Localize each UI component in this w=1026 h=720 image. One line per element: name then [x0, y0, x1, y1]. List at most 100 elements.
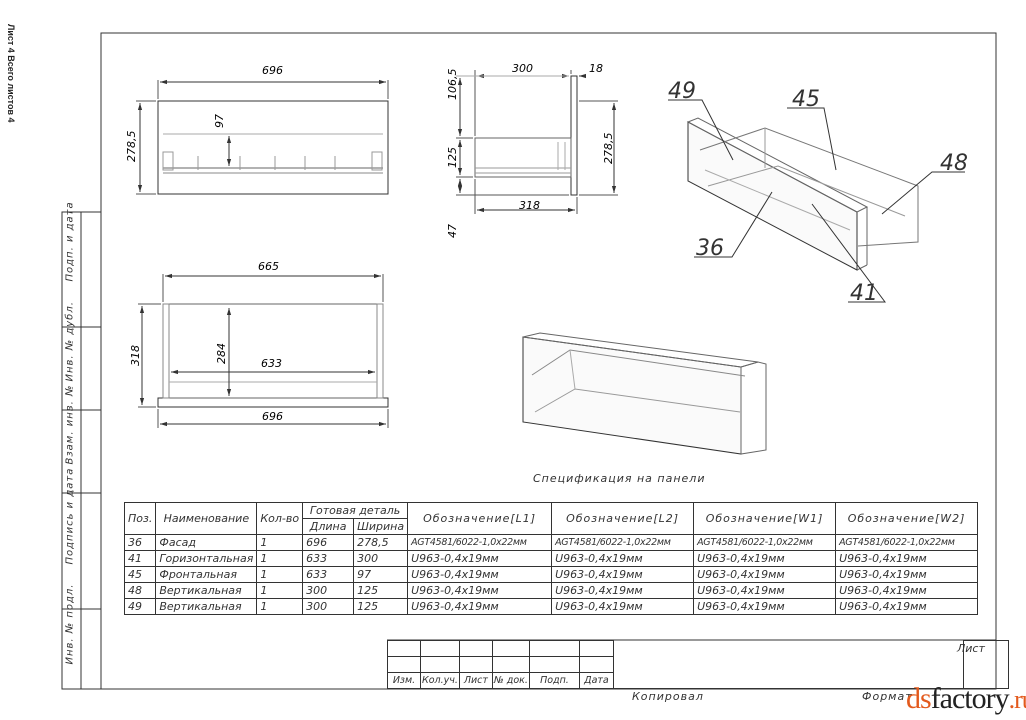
table-row: 49 Вертикальная 1 300 125 U963-0,4x19мм …	[123, 598, 979, 615]
cell-l2: U963-0,4x19мм	[551, 550, 695, 567]
cell-w2: U963-0,4x19мм	[835, 598, 979, 615]
cell-qty: 1	[256, 566, 304, 583]
side-col-sign-date-2: Подпись и дата	[64, 467, 76, 565]
table-row: 36 Фасад 1 696 278,5 AGT4581/6022-1,0x22…	[123, 534, 979, 551]
cell-pos: 36	[123, 534, 157, 551]
iso-view-bottom	[522, 332, 767, 455]
plan-view	[138, 273, 389, 428]
dsfactory-logo: dsfactory.ru	[906, 682, 1026, 716]
cell-w1: U963-0,4x19мм	[693, 566, 837, 583]
cell-w1: U963-0,4x19мм	[693, 598, 837, 615]
side-thickness-dim: 18	[589, 62, 603, 75]
stamp-qty: Кол.уч.	[420, 672, 460, 689]
cell-pos: 49	[123, 598, 157, 615]
cell-l1: U963-0,4x19мм	[407, 550, 553, 567]
cell-l2: U963-0,4x19мм	[551, 598, 695, 615]
stamp-sign: Подп.	[528, 672, 580, 689]
cell-l2: U963-0,4x19мм	[551, 582, 695, 599]
cell-length: 300	[302, 598, 355, 615]
plan-inner-depth-dim: 284	[215, 343, 228, 364]
cell-pos: 41	[123, 550, 157, 567]
cell-name: Фасад	[155, 534, 258, 551]
cell-l1: U963-0,4x19мм	[407, 566, 553, 583]
cell-name: Вертикальная	[155, 582, 258, 599]
iso-view-top	[686, 117, 919, 271]
front-view	[136, 79, 389, 195]
header-name: Наименование	[155, 502, 258, 535]
spec-title: Спецификация на панели	[533, 472, 706, 485]
callouts	[668, 99, 965, 303]
cell-w2: U963-0,4x19мм	[835, 566, 979, 583]
stamp-doc: № док.	[491, 672, 530, 689]
cell-w2: AGT4581/6022-1,0x22мм	[835, 534, 979, 551]
header-finished: Готовая деталь	[302, 502, 409, 519]
cell-width: 125	[353, 582, 409, 599]
side-col-sign-date-1: Подп. и дата	[64, 201, 76, 282]
side-top-dim: 106,5	[446, 69, 459, 101]
spec-subheader-row: Длина Ширина	[125, 518, 978, 535]
cell-length: 633	[302, 566, 355, 583]
cell-l1: U963-0,4x19мм	[407, 582, 553, 599]
plan-depth-dim: 318	[129, 345, 142, 366]
stamp-sheet: Лист	[458, 672, 493, 689]
format-label: Формат	[862, 690, 913, 703]
title-block: Изм. Кол.уч. Лист № док. Подп. Дата	[387, 640, 1009, 689]
front-width-dim: 696	[262, 64, 283, 77]
stamp-change: Изм.	[387, 672, 421, 689]
cell-width: 125	[353, 598, 409, 615]
side-depth-bottom-dim: 318	[519, 199, 540, 212]
cell-w1: U963-0,4x19мм	[693, 582, 837, 599]
cell-qty: 1	[256, 582, 304, 599]
header-qty: Кол-во	[256, 502, 304, 535]
table-row: 48 Вертикальная 1 300 125 U963-0,4x19мм …	[123, 582, 979, 599]
cell-l2: U963-0,4x19мм	[551, 566, 695, 583]
callout-45: 45	[792, 87, 820, 112]
spec-table: Поз. Наименование Кол-во Готовая деталь …	[123, 502, 979, 615]
cell-width: 97	[353, 566, 409, 583]
cell-name: Фронтальная	[155, 566, 258, 583]
cell-name: Вертикальная	[155, 598, 258, 615]
plan-outer-top-dim: 665	[258, 260, 279, 273]
header-l1: Обозначение[L1]	[407, 502, 553, 535]
side-depth-top-dim: 300	[512, 62, 533, 75]
header-w2: Обозначение[W2]	[835, 502, 979, 535]
callout-41: 41	[850, 281, 878, 306]
title-block-labels: Изм. Кол.уч. Лист № док. Подп. Дата	[387, 672, 1009, 689]
stamp-date: Дата	[578, 672, 614, 689]
cell-l2: AGT4581/6022-1,0x22мм	[551, 534, 695, 551]
side-bottom-dim: 47	[446, 224, 459, 238]
callout-49: 49	[668, 79, 696, 104]
side-view	[456, 70, 618, 214]
cell-length: 696	[302, 534, 355, 551]
cell-w2: U963-0,4x19мм	[835, 582, 979, 599]
cell-l1: AGT4581/6022-1,0x22мм	[407, 534, 553, 551]
cell-length: 633	[302, 550, 355, 567]
cell-w2: U963-0,4x19мм	[835, 550, 979, 567]
cell-w1: AGT4581/6022-1,0x22мм	[693, 534, 837, 551]
spec-header-row: Поз. Наименование Кол-во Готовая деталь …	[123, 502, 979, 535]
cell-qty: 1	[256, 534, 304, 551]
callout-48: 48	[940, 151, 968, 176]
header-length: Длина	[302, 518, 355, 535]
cell-name: Горизонтальная	[155, 550, 258, 567]
header-l2: Обозначение[L2]	[551, 502, 695, 535]
header-w1: Обозначение[W1]	[693, 502, 837, 535]
cell-width: 300	[353, 550, 409, 567]
cell-pos: 48	[123, 582, 157, 599]
watermark-main: factory	[930, 682, 1010, 715]
table-row: 45 Фронтальная 1 633 97 U963-0,4x19мм U9…	[123, 566, 979, 583]
cell-qty: 1	[256, 550, 304, 567]
watermark-suffix: .ru	[1008, 685, 1026, 714]
callout-36: 36	[696, 236, 724, 261]
copied-label: Копировал	[632, 690, 704, 703]
header-pos: Поз.	[123, 502, 157, 535]
cell-qty: 1	[256, 598, 304, 615]
side-col-dup-inv: Инв. № дубл.	[64, 301, 76, 382]
side-col-orig-inv: Инв. № подл.	[64, 583, 76, 665]
table-row: 41 Горизонтальная 1 633 300 U963-0,4x19м…	[123, 550, 979, 567]
side-height-dim: 278,5	[602, 133, 615, 165]
side-mid-dim: 125	[446, 147, 459, 168]
sheet-number-label: Лист	[957, 642, 985, 655]
front-inner-dim: 97	[213, 114, 226, 128]
